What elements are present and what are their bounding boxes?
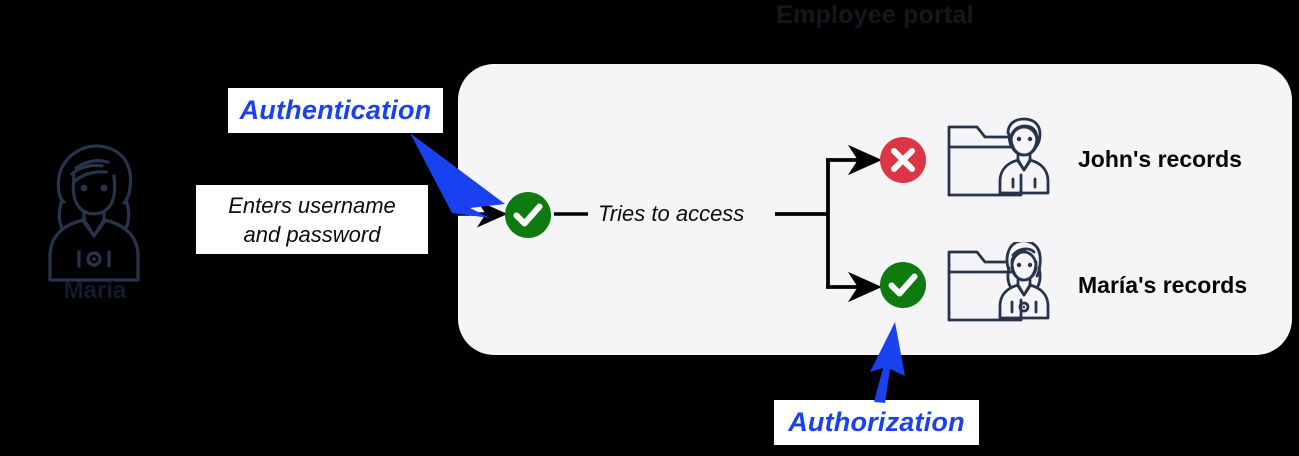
page-title: Employee portal xyxy=(776,1,974,29)
authorization-callout-label: Authorization xyxy=(788,407,965,437)
authentication-callout-label: Authentication xyxy=(239,95,432,125)
female-user-icon xyxy=(24,140,164,285)
tries-to-access-label: Tries to access xyxy=(598,201,745,226)
authentication-callout: Authentication xyxy=(228,88,443,133)
credentials-callout-label: Enters username and password xyxy=(228,191,396,249)
folder-female-user-icon xyxy=(945,239,1050,332)
check-circle-icon xyxy=(880,262,926,308)
record-label-john: John's records xyxy=(1078,146,1242,172)
credentials-line-1: Enters username xyxy=(228,192,396,218)
credentials-line-2: and password xyxy=(243,221,381,247)
cross-circle-icon xyxy=(880,137,926,183)
credentials-callout: Enters username and password xyxy=(196,185,428,254)
folder-male-user-icon xyxy=(945,117,1050,207)
record-label-maria: María's records xyxy=(1078,272,1248,298)
employee-portal-panel xyxy=(458,64,1292,355)
actor-name-label: María xyxy=(63,277,127,304)
check-circle-icon xyxy=(505,192,551,238)
authorization-callout: Authorization xyxy=(774,400,979,445)
